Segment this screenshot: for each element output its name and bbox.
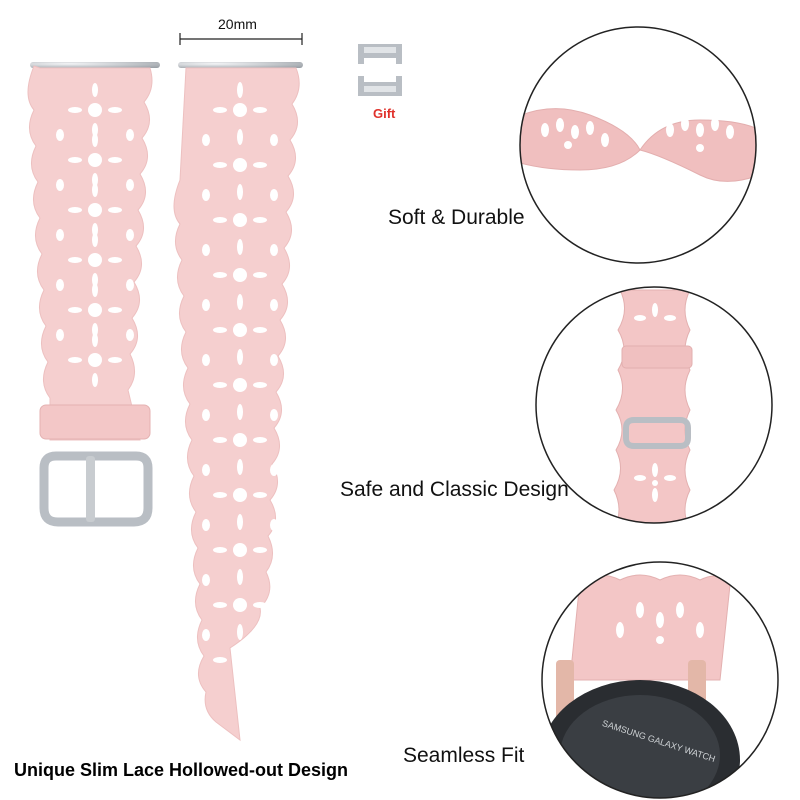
spring-bar-left: [30, 62, 160, 68]
feature-soft-durable: Soft & Durable: [388, 206, 525, 229]
feature-safe-classic: Safe and Classic Design: [340, 478, 569, 501]
detail-circle-fit: [541, 561, 779, 799]
spring-bar-right: [178, 62, 303, 68]
left-strap: [27, 62, 160, 527]
gift-spring-bars: [340, 28, 420, 124]
feature-seamless-fit: Seamless Fit: [403, 744, 525, 767]
right-strap: [173, 62, 303, 742]
lace-pattern-right: [202, 82, 278, 696]
buckle: [39, 451, 153, 527]
detail-circle-buckle: [535, 286, 773, 524]
dimension-marker: [179, 33, 303, 45]
gift-label: Gift: [373, 106, 396, 121]
detail-circle-soft: [519, 26, 757, 264]
page-title: Unique Slim Lace Hollowed-out Design: [14, 760, 349, 780]
strap-keeper: [39, 404, 151, 440]
lace-pattern-left: [56, 83, 134, 387]
dimension-label: 20mm: [218, 16, 257, 32]
